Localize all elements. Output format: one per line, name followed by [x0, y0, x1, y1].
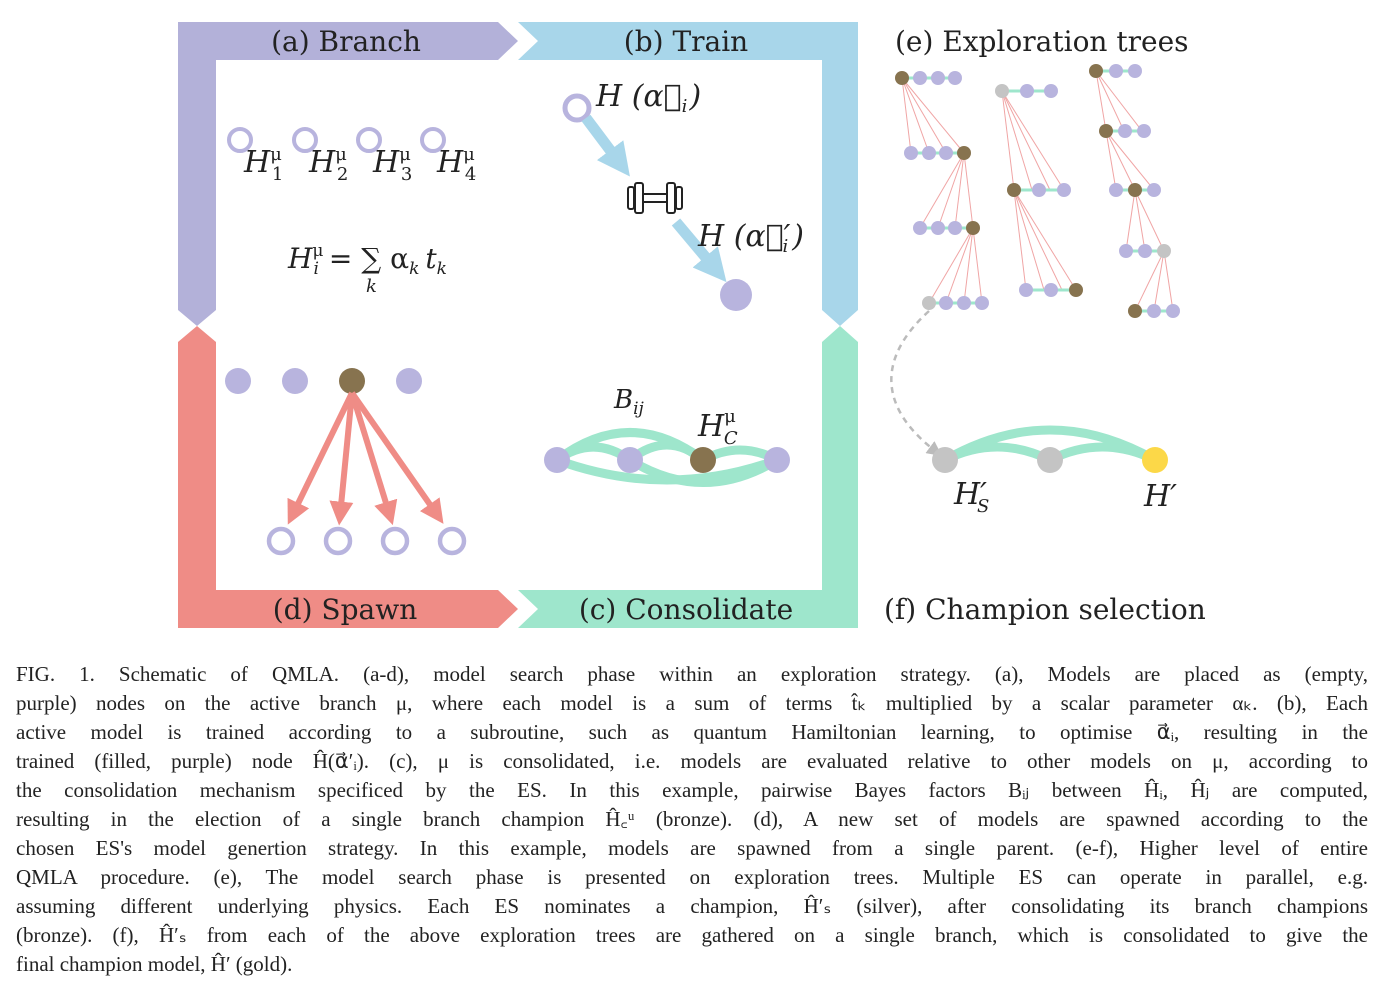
train-arrow-2: [671, 218, 727, 283]
model-h: H: [372, 145, 400, 180]
consolidate-frame: [518, 326, 858, 628]
model-mu: μ: [399, 144, 411, 165]
panel-f-label: (f) Champion selection: [884, 593, 1206, 626]
exploration-tree-nodes: [895, 64, 1180, 318]
untrained-node: [562, 93, 592, 123]
silver-champion-label: H′S: [953, 477, 989, 517]
caption-line: (bronze). (f), Ĥ′ₛ from each of the abov…: [16, 923, 1368, 947]
branch-champion-node: [690, 447, 716, 473]
panel-b-label: (b) Train: [624, 25, 748, 58]
dumbbell-icon: [627, 182, 683, 214]
gold-champion-node: [1142, 447, 1168, 473]
model-mu: μ: [463, 144, 475, 165]
promotion-arrow: [890, 310, 943, 456]
qmla-schematic: (a) Branch (b) Train (c) Consolidate (d)…: [178, 22, 1206, 628]
caption-line: final champion model, Ĥ′ (gold).: [16, 952, 293, 976]
train-frame: [518, 22, 858, 326]
spawned-node: [380, 526, 410, 556]
branch-node: [225, 368, 251, 394]
spawned-node: [266, 526, 296, 556]
train-after-label: H (α⃗′i): [697, 219, 804, 257]
caption-line: resulting in the election of a single br…: [16, 807, 1368, 831]
caption-line: purple) nodes on the active branch μ, wh…: [16, 691, 1368, 715]
model-h: H: [436, 145, 464, 180]
caption-line: QMLA procedure. (e), The model search ph…: [16, 865, 1368, 889]
silver-champion-node: [932, 447, 958, 473]
caption-line: FIG. 1. Schematic of QMLA. (a-d), model …: [16, 662, 1368, 686]
caption-line: the consolidation mechanism specificed b…: [16, 778, 1368, 802]
model-index: 4: [465, 164, 476, 185]
spawned-models: [266, 526, 467, 556]
model-node-empty: [227, 127, 253, 153]
model-h: H: [308, 145, 336, 180]
model-index: 1: [272, 164, 283, 185]
caption-line: assuming different underlying physics. E…: [16, 894, 1368, 918]
panel-c-label: (c) Consolidate: [579, 593, 793, 626]
svg-text:Hμ3: Hμ3: [372, 144, 412, 185]
model-index: 3: [401, 164, 412, 185]
spawn-arrows: [287, 391, 444, 526]
panel-e-label: (e) Exploration trees: [895, 25, 1189, 58]
model-node-empty: [356, 127, 382, 153]
model-mu: μ: [335, 144, 347, 165]
model-index: 2: [337, 164, 348, 185]
spawned-node: [323, 526, 353, 556]
caption-line: active model is trained according to a s…: [16, 720, 1368, 744]
panel-a-label: (a) Branch: [271, 25, 421, 58]
parent-node: [339, 368, 365, 394]
model-mu: μ: [270, 144, 282, 165]
consolidate-node: [764, 447, 790, 473]
train-arrow-1: [581, 114, 630, 177]
panel-d-label: (d) Spawn: [273, 593, 417, 626]
svg-text:Hμ2: Hμ2: [308, 144, 348, 185]
spawn-frame: [178, 326, 518, 628]
branch-node: [396, 368, 422, 394]
train-before-label: H (α⃗i): [595, 79, 701, 117]
figure-caption: FIG. 1. Schematic of QMLA. (a-d), model …: [16, 660, 1368, 979]
caption-line: chosen ES's model genertion strategy. In…: [16, 836, 1368, 860]
consolidate-node: [617, 447, 643, 473]
branch-models: [227, 127, 446, 153]
consolidate-node: [544, 447, 570, 473]
svg-text:k: k: [366, 276, 377, 297]
trained-node: [720, 279, 752, 311]
model-node-empty: [420, 127, 446, 153]
svg-text:Hμ1: Hμ1: [243, 144, 283, 185]
branch-frame: [178, 22, 518, 326]
model-h: H: [243, 145, 271, 180]
spawned-node: [437, 526, 467, 556]
exploration-tree-edges: [901, 70, 1174, 312]
silver-champion-node: [1037, 447, 1063, 473]
caption-line: trained (filled, purple) node Ĥ(α⃗′ᵢ). (…: [16, 749, 1368, 773]
branch-node: [282, 368, 308, 394]
gold-champion-label: H′: [1143, 479, 1177, 514]
consolidation-edges: [552, 428, 782, 487]
model-node-empty: [292, 127, 318, 153]
svg-text:Hμ4: Hμ4: [436, 144, 476, 185]
bayes-factor-label: Bij: [613, 385, 645, 419]
